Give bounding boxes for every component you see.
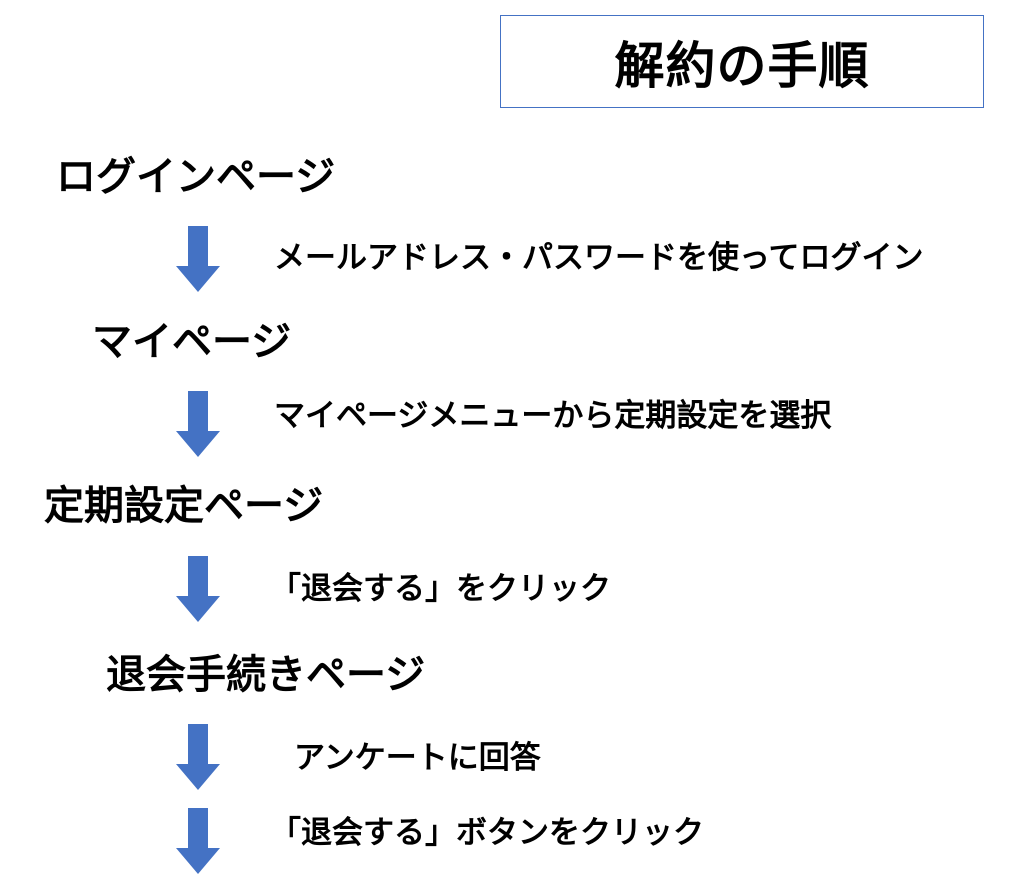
step-page-login: ログインページ bbox=[56, 154, 336, 200]
step-page-mypage: マイページ bbox=[92, 319, 292, 365]
arrow-down-icon bbox=[176, 391, 220, 457]
step-action-final: 「退会する」ボタンをクリック bbox=[270, 815, 704, 851]
step-action-mypage: マイページメニューから定期設定を選択 bbox=[274, 398, 832, 434]
title-box: 解約の手順 bbox=[500, 15, 984, 108]
arrow-down-icon bbox=[176, 808, 220, 874]
arrow-down-icon bbox=[176, 556, 220, 622]
step-page-subscription: 定期設定ページ bbox=[44, 483, 324, 529]
step-action-subscription: 「退会する」をクリック bbox=[270, 571, 611, 607]
page-title: 解約の手順 bbox=[614, 36, 870, 95]
step-page-withdraw: 退会手続きページ bbox=[106, 652, 426, 698]
step-action-survey: アンケートに回答 bbox=[294, 740, 541, 776]
arrow-down-icon bbox=[176, 724, 220, 790]
arrow-down-icon bbox=[176, 226, 220, 292]
step-action-login: メールアドレス・パスワードを使ってログイン bbox=[274, 240, 924, 276]
